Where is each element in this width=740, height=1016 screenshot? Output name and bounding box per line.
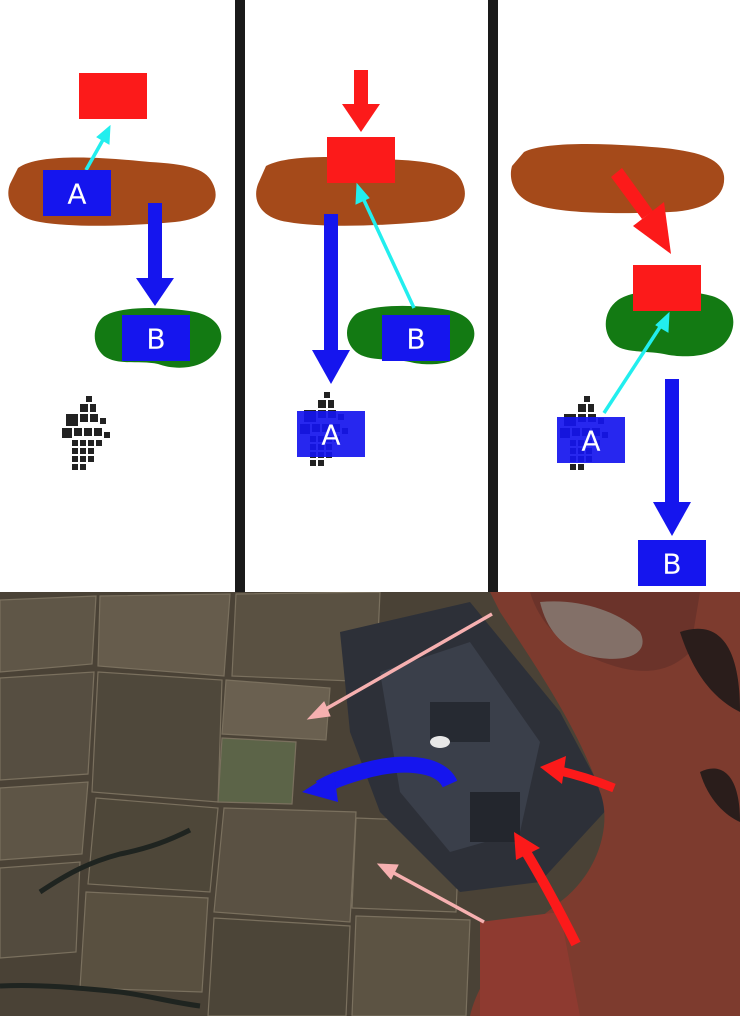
- unit-a: A: [43, 170, 111, 216]
- unit-a-label: A: [581, 425, 600, 458]
- field-patches: [0, 592, 471, 1016]
- panel-2: A B: [256, 70, 475, 466]
- ridge-terrain: [8, 157, 216, 226]
- tactics-diagram: A B A: [8, 0, 734, 592]
- unit-a-label: A: [67, 178, 86, 211]
- satellite-map: [0, 592, 740, 1016]
- enemy-target: [79, 73, 147, 119]
- red-arrow: [342, 70, 380, 132]
- panel-divider-1: [235, 0, 245, 592]
- blue-arrow: [653, 379, 691, 536]
- panel-1: A B: [8, 73, 222, 470]
- unit-b-label: B: [146, 323, 165, 356]
- unit-b: B: [382, 315, 450, 361]
- blue-arrow: [302, 756, 458, 802]
- unit-a: A: [557, 417, 625, 463]
- pink-arrow: [376, 863, 485, 924]
- industrial-plant: [340, 602, 610, 892]
- waterways: [0, 827, 201, 1009]
- unit-a: A: [297, 411, 365, 457]
- panel-3: A B: [510, 144, 734, 586]
- cyan-arrow: [84, 124, 111, 171]
- red-arrow: [611, 168, 671, 254]
- blue-arrow: [136, 203, 174, 306]
- blue-arrow: [312, 214, 350, 384]
- enemy-target: [327, 137, 395, 183]
- wooded-area: [470, 592, 740, 1016]
- panel-divider-2: [488, 0, 498, 592]
- cyan-arrow: [355, 182, 416, 309]
- cyan-arrow: [602, 311, 670, 414]
- unit-b: B: [638, 540, 706, 586]
- enemy-target: [633, 265, 701, 311]
- red-arrow: [540, 756, 616, 793]
- unit-a-label: A: [321, 419, 340, 452]
- unit-b: B: [122, 315, 190, 361]
- unit-b-label: B: [662, 548, 681, 581]
- pink-arrow: [306, 612, 493, 720]
- town-icon: [62, 396, 110, 470]
- red-arrow: [514, 832, 581, 947]
- unit-b-label: B: [406, 323, 425, 356]
